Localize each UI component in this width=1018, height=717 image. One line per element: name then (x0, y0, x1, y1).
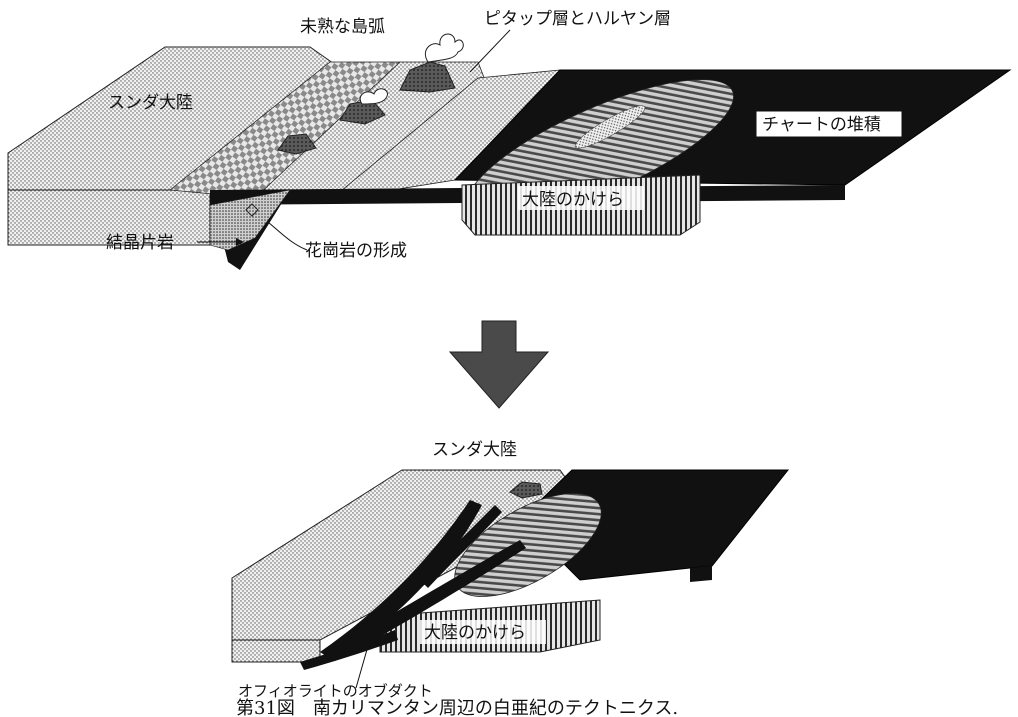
upper-fragment-patch (574, 105, 646, 149)
lower-ophiolite-sliver-4 (420, 505, 502, 588)
label-chert-box (755, 110, 903, 138)
lower-ophiolite-sliver-3 (300, 630, 398, 670)
upper-volcano-1 (399, 61, 456, 93)
leader-schist-arrowhead (236, 238, 244, 246)
leader-pitap (469, 29, 511, 73)
upper-block-diagram (7, 33, 1012, 270)
label-fragment-box-upper (518, 186, 644, 210)
label-granite-formation: 花崗岩の形成 (305, 241, 407, 261)
upper-volcano-3 (277, 133, 317, 155)
label-fragment-upper: 大陸のかけら (522, 190, 624, 210)
label-immature-arc: 未熟な島弧 (300, 16, 385, 37)
label-chert-text: チャートの堆積 (762, 115, 881, 135)
lower-volcano-patch (509, 481, 543, 499)
upper-labels: 未熟な島弧 ピタップ層とハルヤン層 スンダ大陸 チャートの堆積 チャートの堆積 … (106, 9, 903, 261)
upper-smoke-plume-2 (359, 88, 388, 105)
upper-smoke-plume (424, 33, 464, 63)
lower-continent-front (231, 578, 321, 663)
lower-ophiolite-sliver-1 (320, 500, 482, 660)
label-sunda-upper: スンダ大陸 (108, 93, 193, 113)
figure-caption: 第31図 南カリマンタン周辺の白亜紀のテクトニクス. (236, 698, 678, 717)
upper-granite-glyph (245, 203, 259, 217)
leader-granite (267, 221, 308, 251)
lower-ophiolite-sliver-2 (348, 540, 526, 650)
lower-ocean-plate-edge (690, 566, 712, 582)
lower-labels: スンダ大陸 大陸のかけら オフィオライトのオブダクト (238, 440, 546, 700)
label-sunda-lower: スンダ大陸 (432, 440, 517, 460)
label-fragment-box-lower (420, 620, 546, 644)
upper-volcano-2 (339, 99, 386, 125)
label-fragment-lower: 大陸のかけら (424, 623, 526, 643)
label-pitap-haruyan: ピタップ層とハルヤン層 (484, 9, 671, 29)
leader-ophiolite (355, 645, 369, 689)
upper-accretion-wedge (209, 189, 291, 251)
label-crystalline-schist: 結晶片岩 (106, 233, 174, 253)
label-ophiolite-obduction: オフィオライトのオブダクト (238, 682, 433, 700)
lower-block-diagram (231, 469, 790, 670)
down-arrow-icon (448, 320, 550, 409)
